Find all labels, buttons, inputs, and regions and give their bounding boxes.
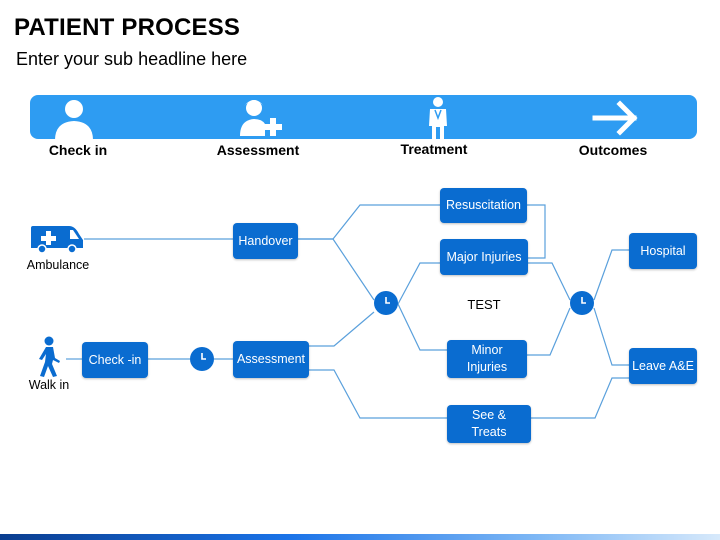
node-see-treats: See & Treats [447,405,531,443]
stage-label-outcomes: Outcomes [578,142,648,158]
ambulance-label: Ambulance [26,258,90,272]
node-major-injuries: Major Injuries [440,239,528,275]
stage-label-assessment: Assessment [216,142,300,158]
nurse-icon [240,100,282,136]
person-icon [55,100,93,140]
clock-icon [190,347,214,371]
ambulance-icon [31,226,83,254]
doctor-icon [429,97,447,139]
node-resuscitation: Resuscitation [440,188,527,223]
arrow-right-icon [592,100,638,136]
page-subtitle: Enter your sub headline here [16,49,248,69]
walk-in-label: Walk in [28,378,70,392]
stage-label-check-in: Check in [48,142,108,158]
page-title: PATIENT PROCESS [14,14,241,41]
clock-icon [374,291,398,315]
walking-person-icon [39,336,60,377]
node-handover: Handover [233,223,298,259]
test-label: TEST [467,297,501,312]
stage-bar [30,95,697,139]
clock-icon [570,291,594,315]
node-check-in: Check -in [82,342,148,378]
node-leave-ae: Leave A&E [629,348,697,384]
node-assessment: Assessment [233,341,309,378]
node-hospital: Hospital [629,233,697,269]
stage-label-treatment: Treatment [400,141,468,157]
node-minor-injuries: Minor Injuries [447,340,527,378]
footer-bar [0,534,720,540]
